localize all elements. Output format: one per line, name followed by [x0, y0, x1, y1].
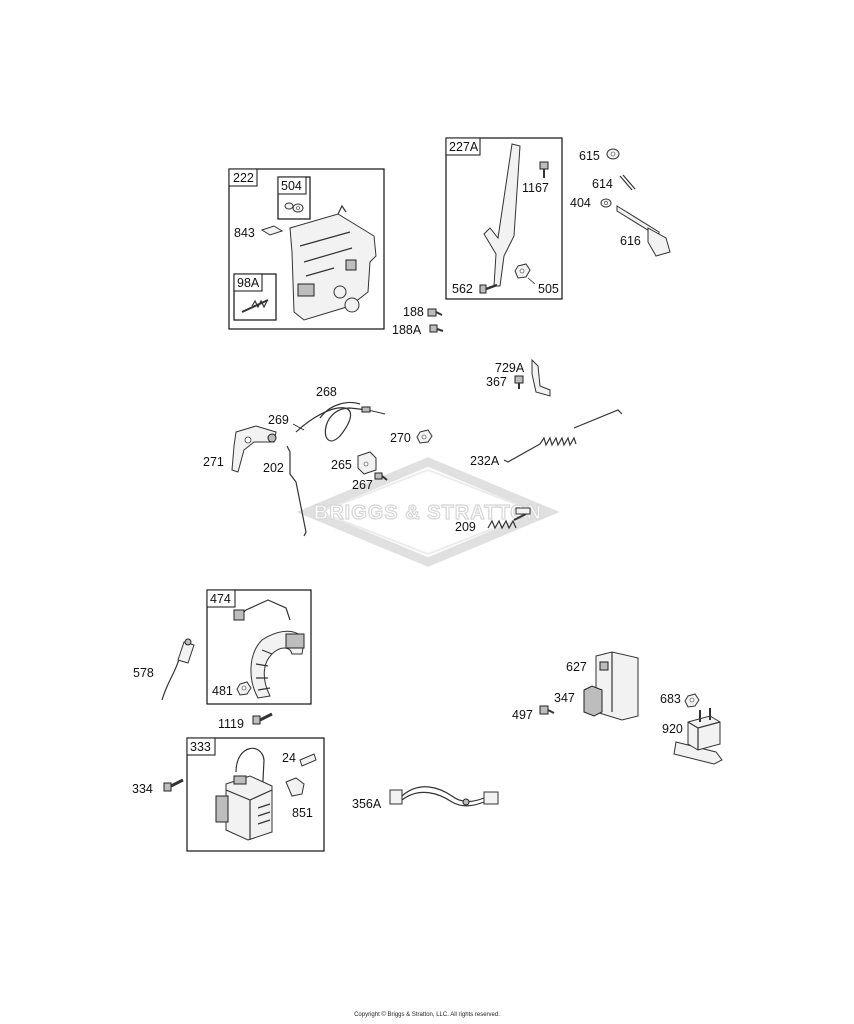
label-202: 202 [263, 461, 284, 475]
switch-347-icon [583, 685, 603, 717]
box-504-label: 504 [281, 179, 302, 193]
screw-497-icon [539, 705, 555, 715]
label-347: 347 [554, 691, 575, 705]
label-209: 209 [455, 520, 476, 534]
lever-227a-icon [483, 143, 521, 287]
label-268: 268 [316, 385, 337, 399]
box-333-label: 333 [190, 740, 211, 754]
screw-188a-icon [429, 324, 444, 333]
solenoid-920-icon [673, 708, 723, 765]
lever-271-icon [231, 425, 277, 473]
screw-267-icon [374, 472, 388, 481]
box-227a-group: 227A 1167 562 505 [445, 137, 563, 300]
washer-504-icon [284, 202, 294, 210]
clamp-265-icon [357, 451, 377, 475]
label-851: 851 [292, 806, 313, 820]
label-404: 404 [570, 196, 591, 210]
cable-268-icon [295, 401, 386, 442]
label-1167: 1167 [522, 181, 549, 195]
box-222-group: 222 504 98A 843 [228, 168, 385, 330]
connector-851-icon [285, 777, 305, 797]
label-356a: 356A [352, 797, 382, 811]
bolt-562-icon [479, 283, 498, 294]
label-267: 267 [352, 478, 373, 492]
clip-615-icon [606, 148, 620, 160]
label-683: 683 [660, 692, 681, 706]
box-222-label: 222 [233, 171, 254, 185]
label-627: 627 [566, 660, 587, 674]
rod-202-icon [286, 445, 307, 537]
label-188: 188 [403, 305, 424, 319]
bolt-1167-icon [539, 161, 549, 178]
armature-474-icon [233, 599, 305, 699]
box-333-tag [186, 737, 216, 756]
box-98a-tag [233, 273, 263, 292]
label-578: 578 [133, 666, 154, 680]
box-222-tag [228, 168, 258, 187]
box-333-group: 333 24 851 [186, 737, 325, 852]
screw-334-icon [163, 778, 184, 792]
spring-232a-icon [503, 409, 623, 463]
screw-367-icon [514, 375, 524, 389]
box-474-label: 474 [210, 592, 231, 606]
nut-270-icon [416, 429, 433, 444]
ignition-module-333-icon [215, 747, 273, 841]
box-227a-label: 227A [449, 140, 479, 154]
screw-1119-icon [252, 712, 273, 725]
plug-lead-578-icon [161, 638, 195, 701]
box-474-tag [206, 589, 236, 608]
bracket-729a-icon [531, 358, 551, 397]
shaft-616-icon [616, 205, 671, 257]
nut-481-icon [236, 681, 252, 696]
label-497: 497 [512, 708, 533, 722]
label-265: 265 [331, 458, 352, 472]
washer-404-icon [600, 198, 612, 208]
box-504-tag [277, 176, 307, 195]
label-24: 24 [282, 751, 296, 765]
spring-98a-icon [241, 299, 269, 313]
label-505: 505 [538, 282, 559, 296]
label-232a: 232A [470, 454, 500, 468]
tab-843-icon [260, 225, 284, 236]
label-481: 481 [212, 684, 233, 698]
screw-188-icon [427, 308, 443, 317]
brand-watermark: BRIGGS & STRATTON [296, 457, 560, 567]
label-334: 334 [132, 782, 153, 796]
label-614: 614 [592, 177, 613, 191]
label-615: 615 [579, 149, 600, 163]
label-367: 367 [486, 375, 507, 389]
harness-356a-icon [389, 786, 499, 807]
box-227a-frame [445, 137, 563, 300]
control-bracket-icon [289, 204, 377, 321]
box-333-frame [186, 737, 325, 852]
label-271: 271 [203, 455, 224, 469]
label-269: 269 [268, 413, 289, 427]
label-562: 562 [452, 282, 473, 296]
box-474-group: 474 481 [206, 589, 312, 705]
copyright-notice: Copyright © Briggs & Stratton, LLC. All … [354, 1012, 500, 1018]
box-474-frame [206, 589, 312, 705]
watermark-text: BRIGGS & STRATTON [314, 502, 542, 524]
pin-614-icon [619, 174, 636, 191]
box-222-frame [228, 168, 385, 330]
pin-24-icon [299, 753, 317, 767]
spring-209-icon [487, 507, 531, 530]
label-616: 616 [620, 234, 641, 248]
label-188a: 188A [392, 323, 422, 337]
label-729a: 729A [495, 361, 525, 375]
label-920: 920 [662, 722, 683, 736]
nut-683-icon [684, 693, 700, 708]
label-1119: 1119 [218, 717, 244, 731]
box-98a-label: 98A [237, 276, 260, 290]
label-270: 270 [390, 431, 411, 445]
box-227a-tag [445, 137, 481, 156]
nut-505-icon [514, 263, 531, 279]
label-843: 843 [234, 226, 255, 240]
